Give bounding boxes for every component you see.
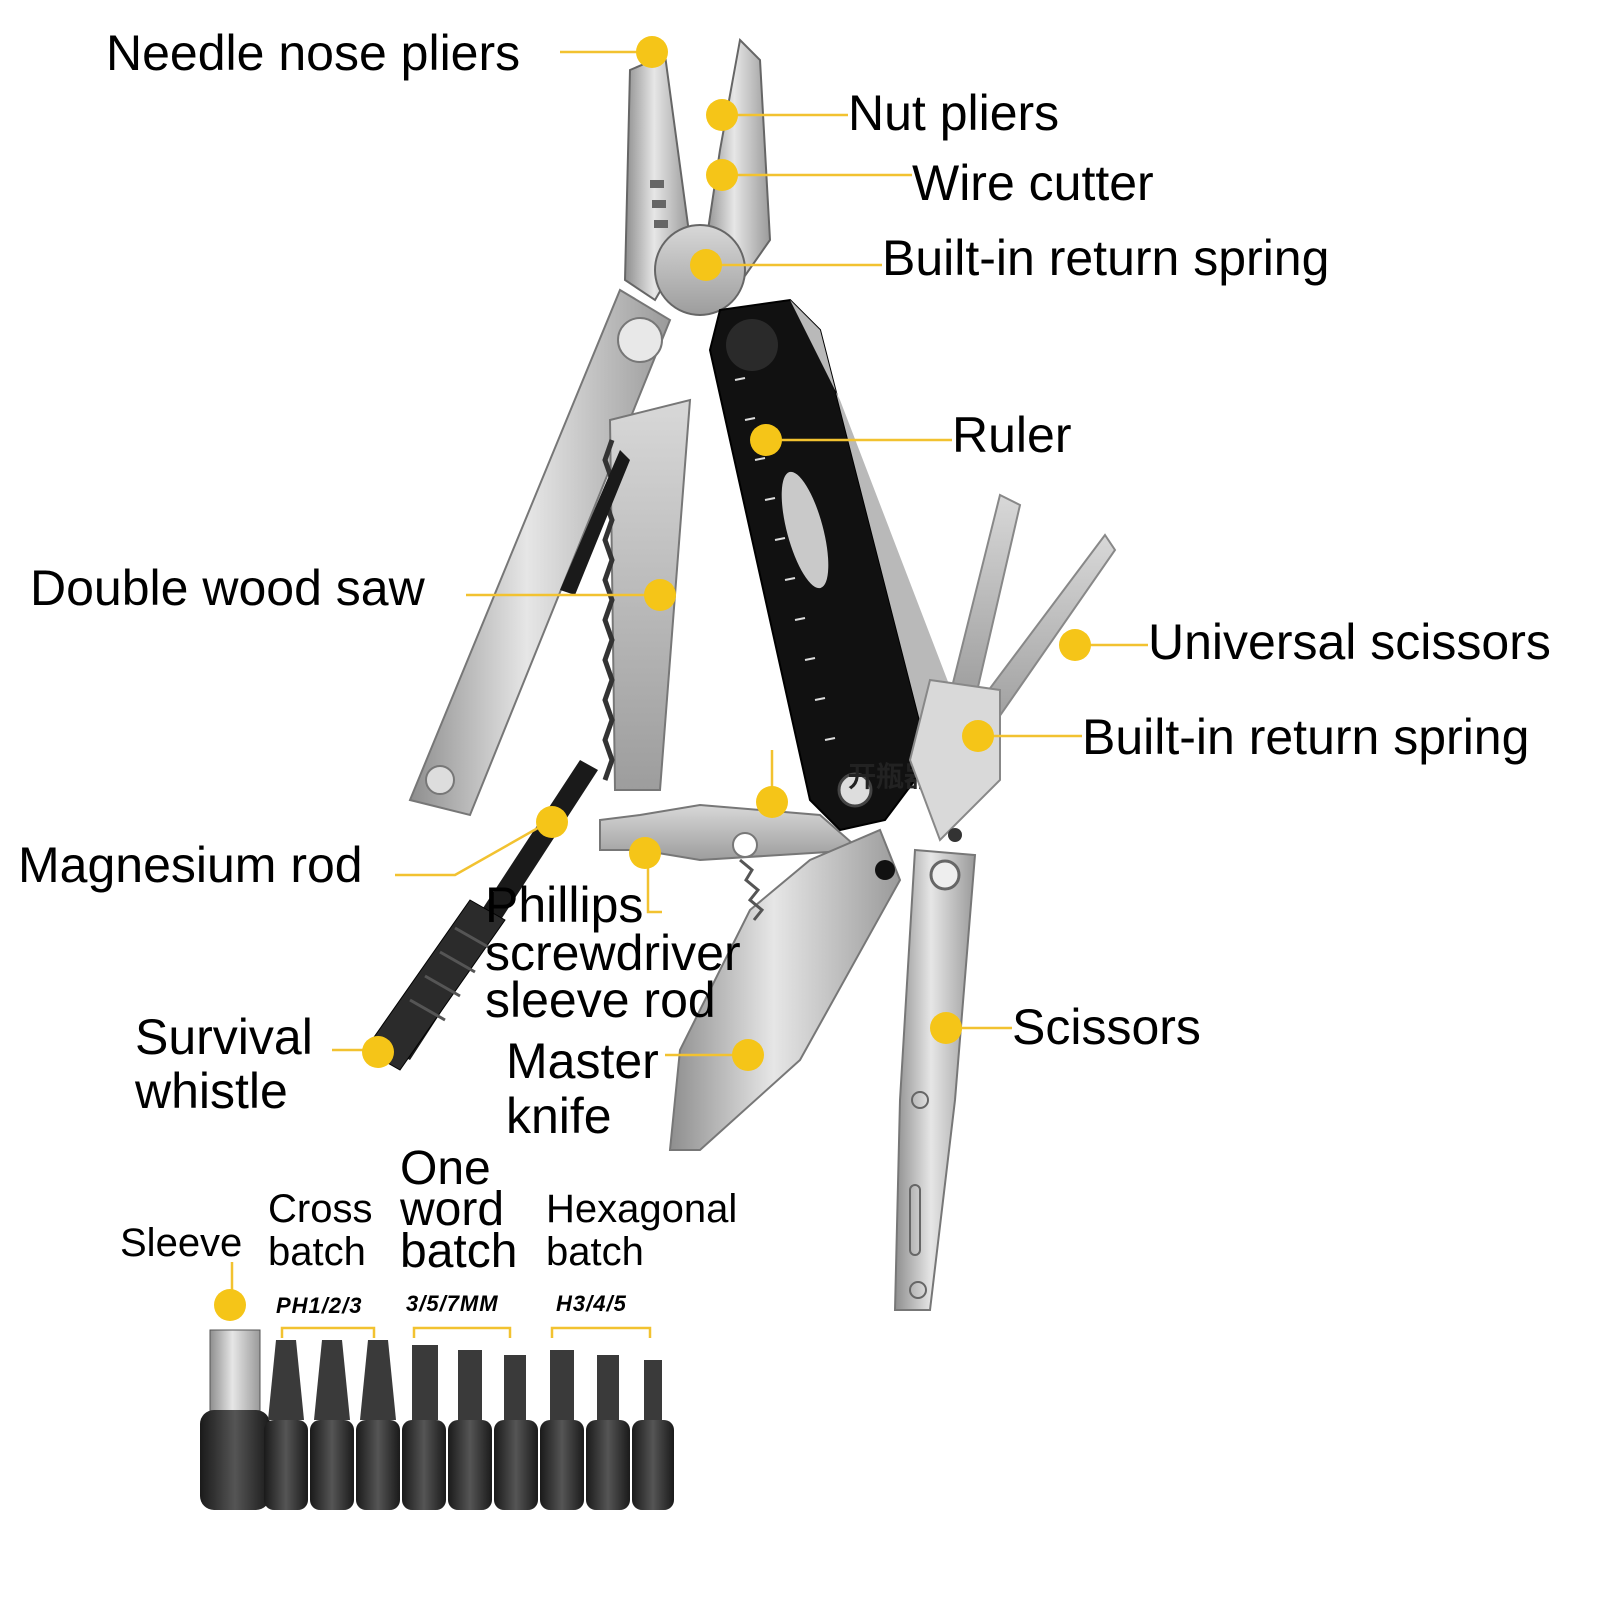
label-universal-scissors: Universal scissors — [1148, 614, 1551, 670]
marker-universal-scissors — [1059, 629, 1091, 661]
bit-set — [200, 1329, 674, 1510]
label-return-spring-top: Built-in return spring — [882, 230, 1330, 286]
label-cross-line-2: batch — [268, 1230, 366, 1275]
label-wire-cutter: Wire cutter — [912, 155, 1154, 211]
code-slot-bits: 3/5/7MM — [406, 1291, 499, 1316]
markers — [214, 36, 1091, 1321]
label-oneword-line-1: One — [400, 1142, 491, 1195]
label-hexagonal-batch: Hexagonal batch — [546, 1187, 738, 1275]
marker-needle-nose — [636, 36, 668, 68]
marker-return-spring-top — [690, 249, 722, 281]
label-master-line-1: Master — [506, 1033, 659, 1089]
label-return-spring-scissors: Built-in return spring — [1082, 709, 1530, 765]
label-master-knife: Master knife — [506, 1034, 659, 1144]
label-survival-whistle: Survival whistle — [135, 1010, 313, 1118]
label-survival-line-2: whistle — [135, 1063, 288, 1119]
label-double-wood-saw: Double wood saw — [30, 560, 425, 616]
marker-scissors — [930, 1012, 962, 1044]
label-master-line-2: knife — [506, 1088, 612, 1144]
marker-ruler — [750, 424, 782, 456]
marker-sleeve — [214, 1289, 246, 1321]
label-cross-line-1: Cross — [268, 1187, 373, 1231]
label-phillips-line-2: screwdriver — [485, 924, 741, 981]
label-one-word-batch: One word batch — [400, 1142, 518, 1278]
saw-handle — [408, 288, 672, 817]
label-phillips-screwdriver: Phillips screwdriver sleeve rod — [485, 877, 741, 1028]
universal-scissors-blades — [908, 493, 1117, 842]
label-scissors: Scissors — [1012, 999, 1201, 1055]
marker-magnesium-rod — [536, 806, 568, 838]
label-hex-line-2: batch — [546, 1230, 644, 1275]
marker-saw — [644, 579, 676, 611]
scissors-handle — [893, 828, 977, 1311]
phillips-driver — [599, 803, 863, 862]
label-cross-batch: Cross batch — [268, 1187, 373, 1275]
code-hex-bits: H3/4/5 — [556, 1291, 627, 1316]
label-phillips-line-3: sleeve rod — [485, 972, 716, 1028]
marker-phillips — [629, 837, 661, 869]
marker-survival-whistle — [362, 1036, 394, 1068]
marker-nut-pliers — [706, 99, 738, 131]
label-survival-line-1: Survival — [135, 1009, 313, 1065]
leader-phillips — [646, 860, 662, 914]
label-magnesium-rod: Magnesium rod — [18, 837, 363, 893]
marker-wire-cutter — [706, 159, 738, 191]
marker-return-spring-scissors — [962, 720, 994, 752]
label-oneword-line-2: word — [400, 1183, 505, 1237]
bracket-hex — [550, 1326, 652, 1338]
marker-bottle-opener — [756, 786, 788, 818]
label-sleeve: Sleeve — [120, 1221, 243, 1265]
bracket-slot — [412, 1326, 512, 1338]
bracket-cross — [280, 1326, 376, 1338]
marker-master-knife — [732, 1039, 764, 1071]
leader-lines — [230, 50, 1148, 1338]
label-nut-pliers: Nut pliers — [848, 85, 1060, 141]
master-knife-blade — [668, 828, 902, 1151]
label-ruler: Ruler — [952, 407, 1072, 463]
label-phillips-line-1: Phillips — [485, 877, 644, 933]
label-needle-nose-pliers: Needle nose pliers — [106, 25, 521, 81]
label-hex-line-1: Hexagonal — [546, 1187, 738, 1231]
code-cross-bits: PH1/2/3 — [276, 1293, 363, 1318]
leader-magnesium-rod — [395, 818, 553, 877]
label-oneword-line-3: batch — [400, 1224, 518, 1278]
